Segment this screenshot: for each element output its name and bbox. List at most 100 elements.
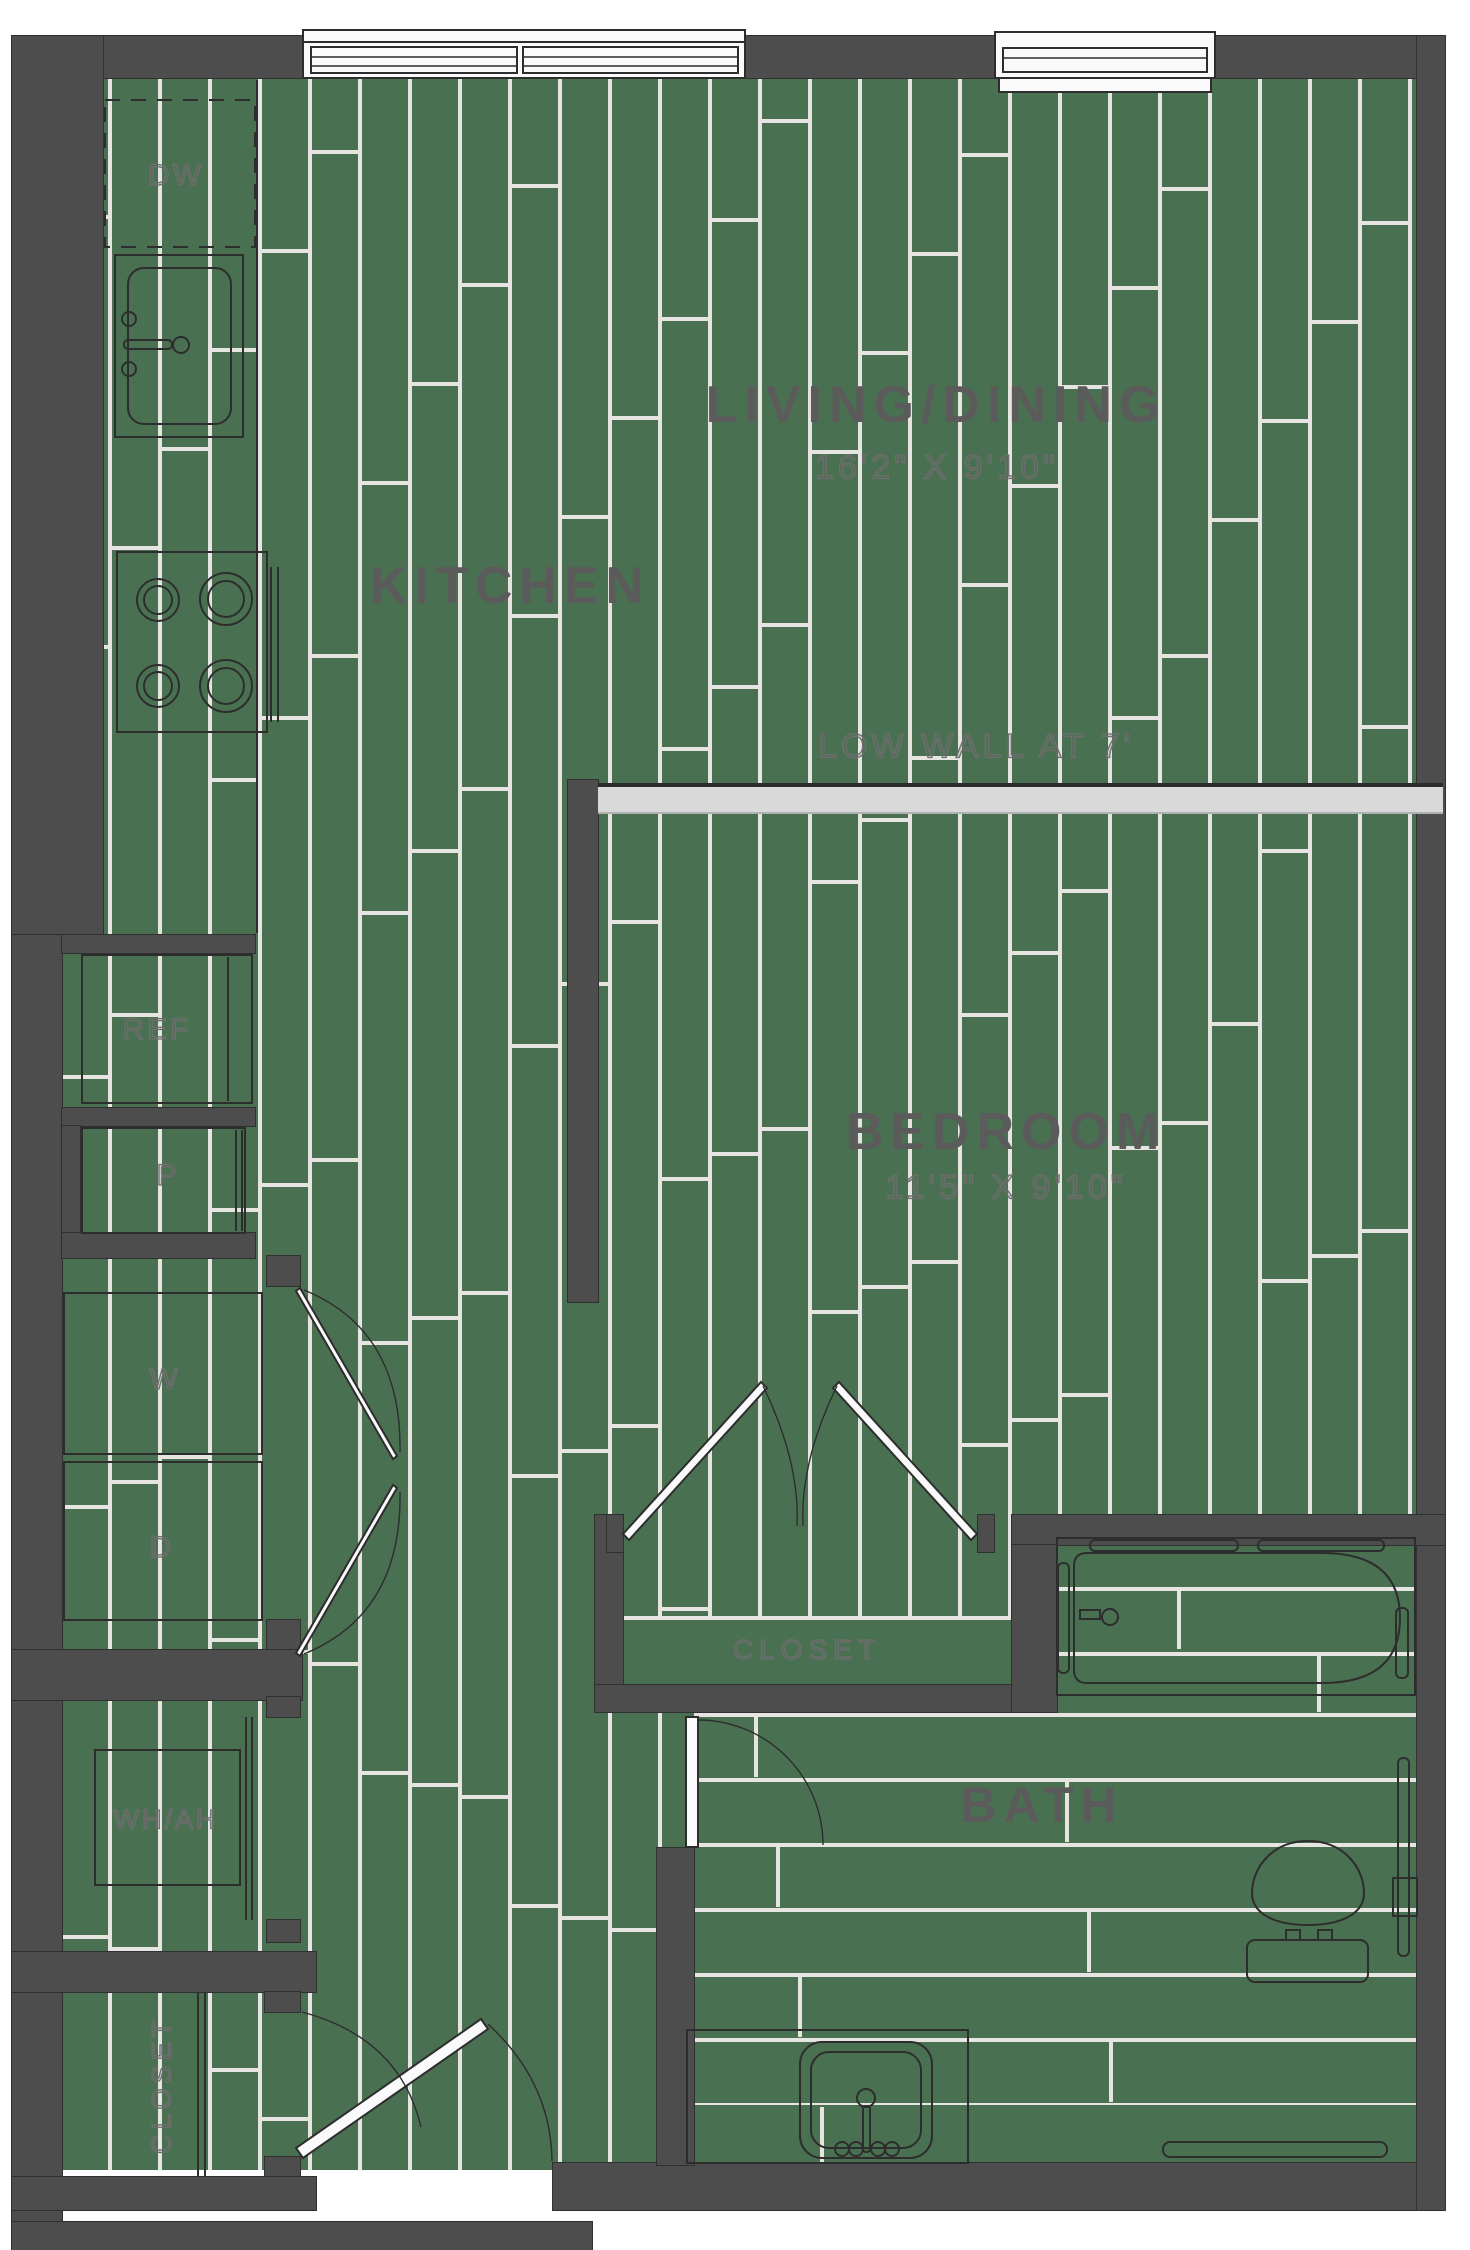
plank-seam [912, 1260, 958, 1264]
plank-seam [562, 1449, 608, 1453]
plank-seam [462, 1795, 508, 1799]
plank-seam [662, 1177, 708, 1181]
plank-seam [1362, 221, 1408, 225]
note-low-wall: LOW WALL AT 7' [818, 727, 1134, 766]
wall-bath-left [656, 1847, 695, 2166]
wall-wd-bottom [11, 1649, 303, 1701]
plank-seam [262, 249, 308, 253]
wall-bottom [552, 2162, 1446, 2211]
tile-joint [754, 1717, 758, 1777]
wall-pantry-inset [61, 1125, 81, 1234]
plank-seam [412, 849, 458, 853]
plank-seam [262, 1183, 308, 1187]
room-label-living-dining: LIVING/DINING [705, 376, 1167, 434]
plank-seam [512, 184, 558, 188]
plank-seam [112, 1480, 158, 1484]
plank-seam [162, 951, 208, 955]
plank-seam [62, 1075, 108, 1079]
plank-seam [562, 515, 608, 519]
wall-right [1416, 35, 1446, 2211]
plank-seam [212, 348, 258, 352]
bath-floor-tub-zone [1057, 1545, 1417, 1715]
plank-seam [612, 920, 658, 924]
wall-wh-jamb-bottom [266, 1919, 301, 1943]
wall-wh-jamb-top [266, 1696, 301, 1718]
wall-entry-closet-jamb-top [264, 1991, 301, 2013]
label-refrigerator: REF [122, 1012, 192, 1046]
plank-seam [1312, 320, 1358, 324]
plank-seam [712, 218, 758, 222]
plank-seam [512, 1904, 558, 1908]
plank-seam [812, 1310, 858, 1314]
tile-joint [1317, 1656, 1321, 1714]
plank-seam [162, 447, 208, 451]
plank-seam [912, 252, 958, 256]
plank-seam [512, 614, 558, 618]
plank-seam [662, 747, 708, 751]
plank-seam [1212, 518, 1258, 522]
plank-seam [862, 818, 908, 822]
plank-seam [362, 1341, 408, 1345]
plank-seam [812, 450, 858, 454]
plank-seam [862, 351, 908, 355]
low-wall [598, 783, 1443, 814]
plank-seam [912, 756, 958, 760]
bedroom-closet-floor [623, 1620, 1012, 1685]
wall-bedroom-partition [567, 779, 599, 1303]
plank-seam [1112, 1146, 1158, 1150]
label-dishwasher: DW [147, 158, 204, 192]
plank-seam [1162, 654, 1208, 658]
plank-seam [662, 317, 708, 321]
plank-seam [612, 1928, 658, 1932]
wall-above-ref [61, 934, 256, 954]
wall-wd-jamb-bottom [266, 1619, 301, 1653]
plank-seam [612, 1424, 658, 1428]
closet-shelf-line [623, 1616, 1012, 1620]
wall-closet-bath-column [1011, 1544, 1058, 1713]
plank-seam [1112, 716, 1158, 720]
room-label-bath: BATH [960, 1777, 1124, 1833]
plank-seam [712, 685, 758, 689]
plank-seam [462, 787, 508, 791]
label-dryer: D [149, 1530, 175, 1564]
tile-joint [1065, 1782, 1069, 1842]
label-entry-closet: CLOSET [146, 2015, 177, 2155]
tile-joint [776, 1847, 780, 1907]
plank-seam [112, 546, 158, 550]
plank-seam [212, 1208, 258, 1212]
wall-top [11, 35, 1444, 79]
plank-seam [312, 1662, 358, 1666]
plank-seam [212, 778, 258, 782]
plank-seam [1212, 1022, 1258, 1026]
plank-seam [362, 481, 408, 485]
tile-joint [1177, 1591, 1181, 1649]
plank-seam [262, 716, 308, 720]
plank-seam [1062, 385, 1108, 389]
plank-seam [1362, 725, 1408, 729]
plank-seam [112, 1947, 158, 1951]
dimension-living-dining: 16'2" X 9'10" [814, 448, 1060, 487]
plank-seam [1362, 1229, 1408, 1233]
wall-ref-pantry [61, 1107, 256, 1127]
room-label-bedroom: BEDROOM [845, 1103, 1167, 1161]
wall-entry-closet-bottom [11, 2176, 317, 2211]
plank-seam [212, 2068, 258, 2072]
plank-seam [1162, 187, 1208, 191]
plank-seam [712, 1152, 758, 1156]
plank-seam [962, 1443, 1008, 1447]
label-washer: W [149, 1362, 181, 1396]
plank-seam [462, 283, 508, 287]
plank-seam [612, 416, 658, 420]
plank-seam [512, 1044, 558, 1048]
tile-joint [820, 2107, 824, 2167]
plank-seam [662, 1607, 708, 1611]
plank-seam [1262, 849, 1308, 853]
plank-seam [1312, 1254, 1358, 1258]
plank-seam [312, 150, 358, 154]
label-water-heater: WH/AH [113, 1804, 219, 1835]
wall-entry-closet-jamb-bottom [264, 2156, 301, 2178]
plank-seam [362, 911, 408, 915]
label-pantry: P [156, 1158, 180, 1192]
dimension-bedroom: 11'5" X 9'10" [885, 1168, 1127, 1207]
